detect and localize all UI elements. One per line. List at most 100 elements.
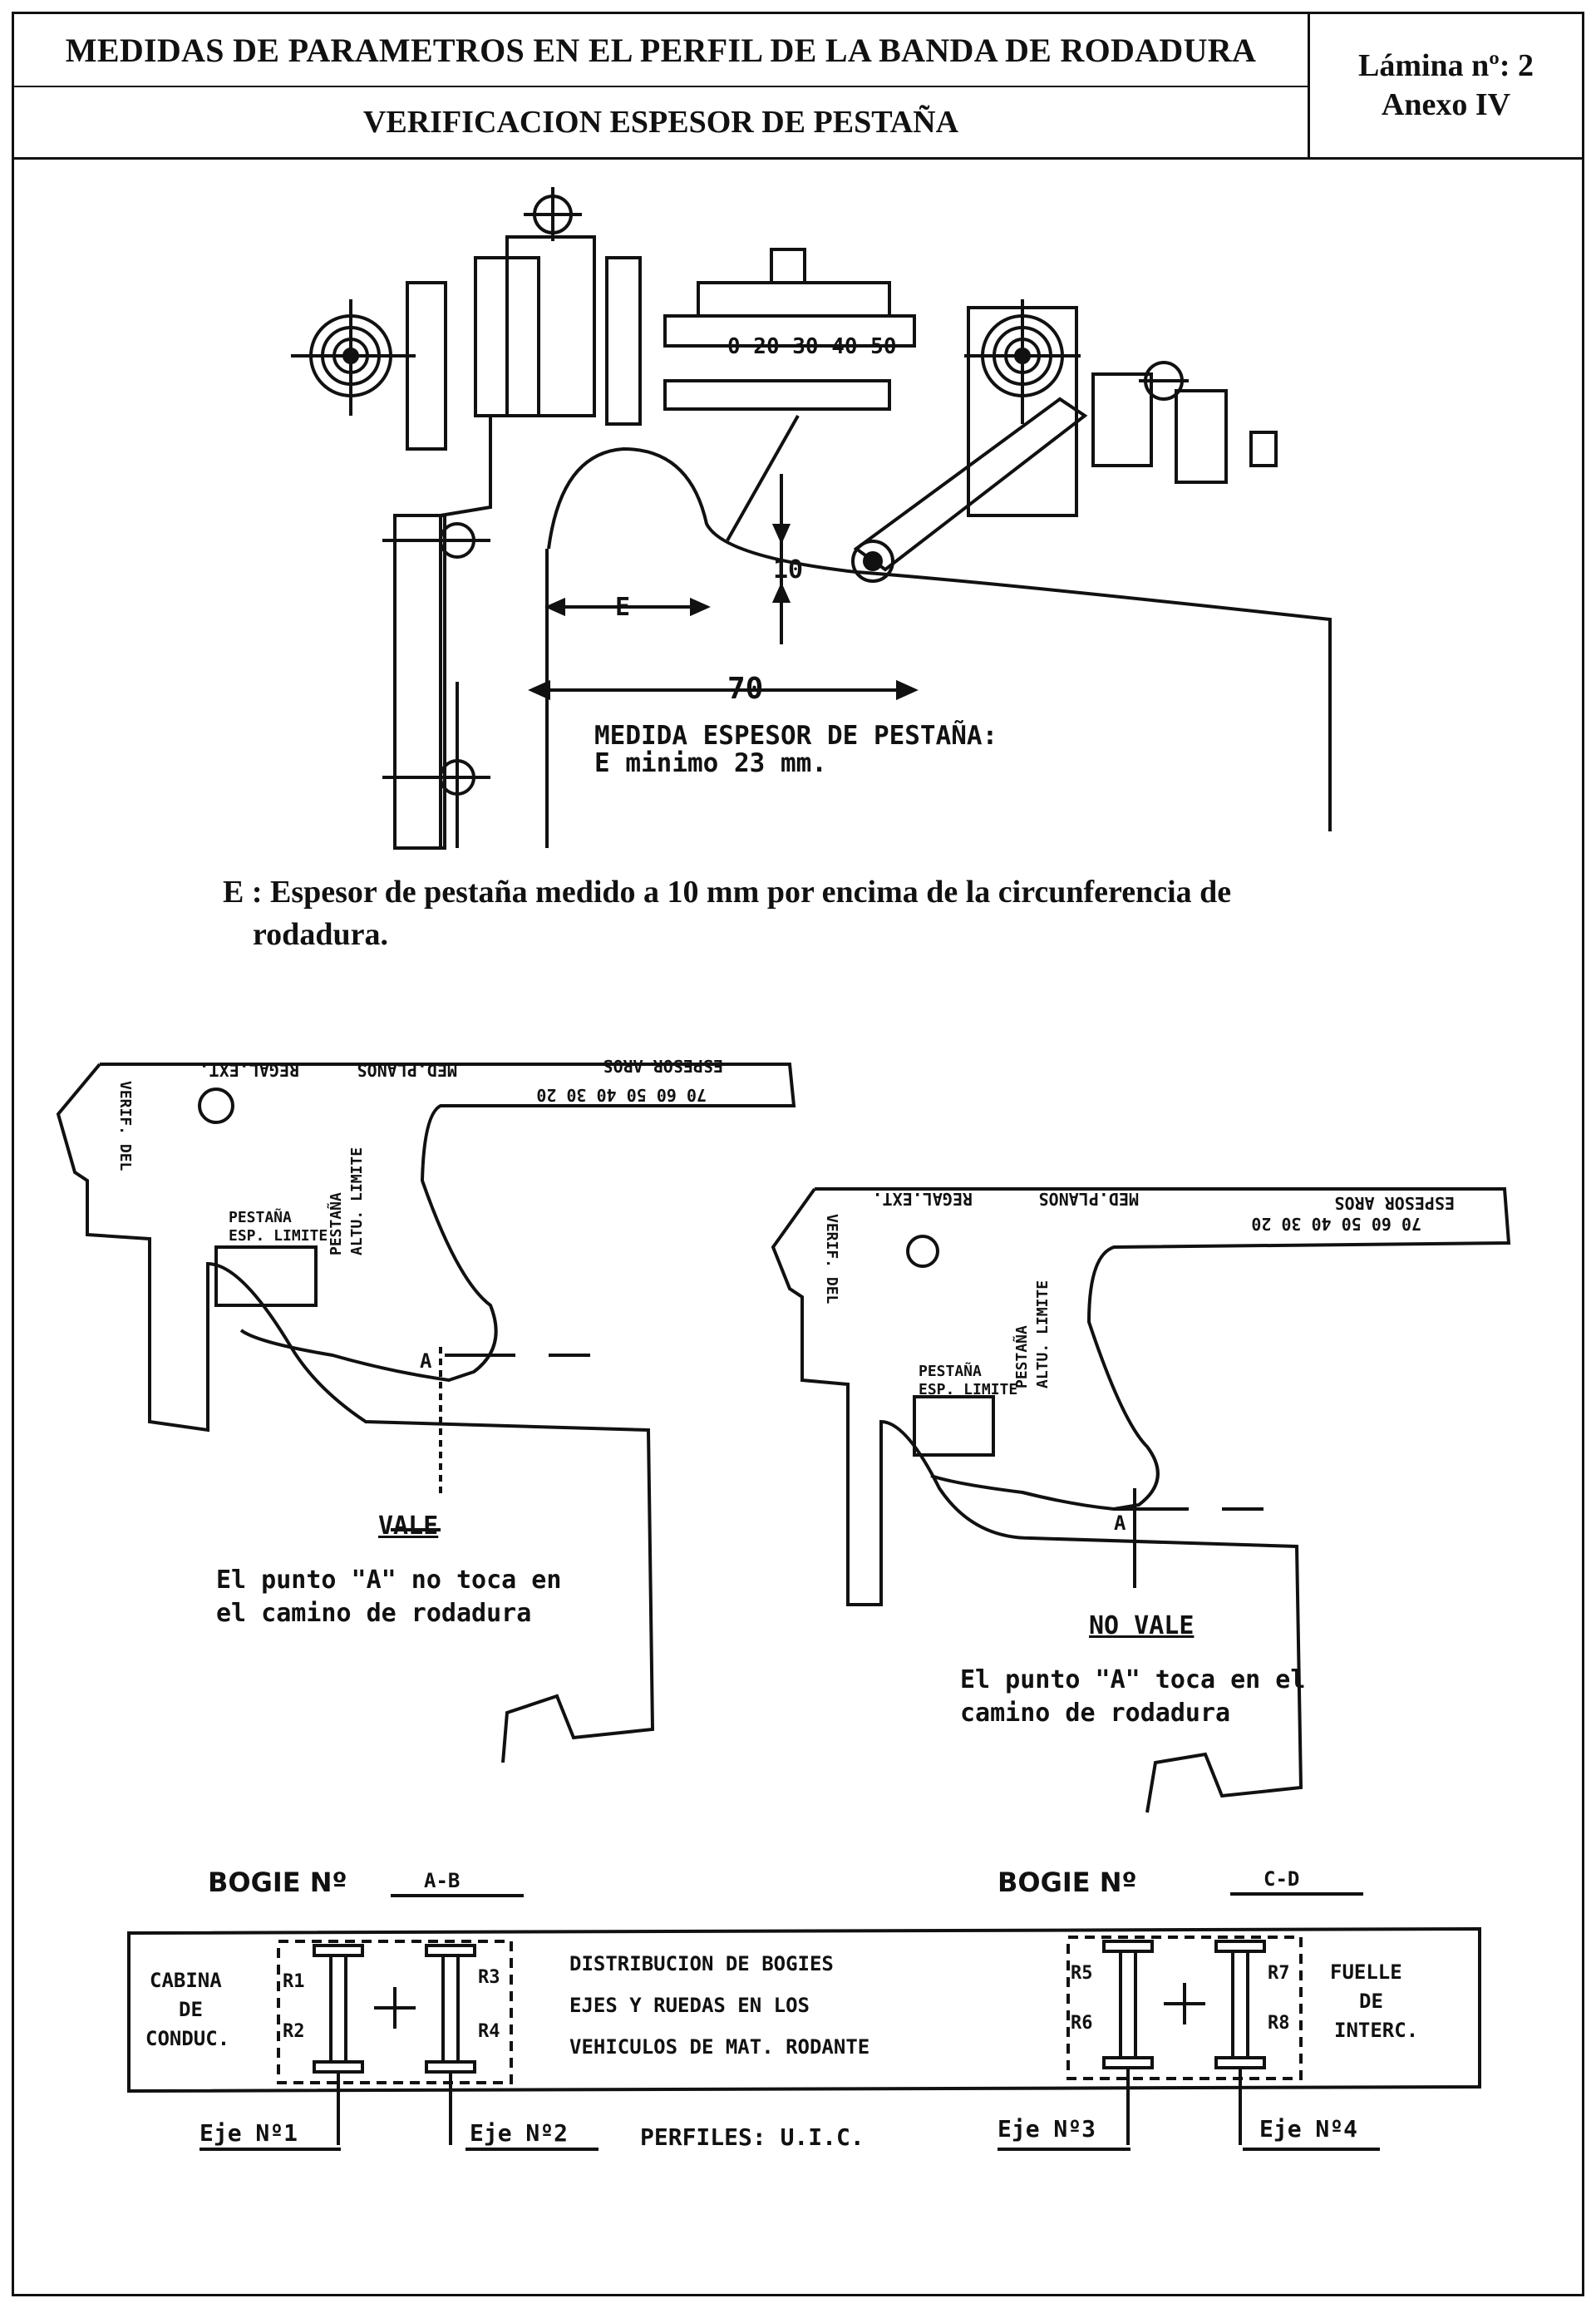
fuelle-line1: FUELLE — [1330, 1960, 1402, 1984]
fuelle-line2: DE — [1359, 1990, 1383, 2013]
flange-note-line2: E minimo 23 mm. — [594, 748, 827, 778]
gauge-novale-outline — [815, 1187, 1511, 1512]
dim-E-label: E — [615, 593, 630, 622]
point-a-novale: A — [1114, 1512, 1126, 1535]
wheel-r7: R7 — [1268, 1963, 1290, 1984]
med-planos-label: MED.PLANOS — [357, 1060, 457, 1080]
bogie-label-2: BOGIE Nº — [998, 1867, 1137, 1898]
bogie-cd-box — [1066, 1936, 1303, 2080]
dist-line2: EJES Y RUEDAS EN LOS — [569, 1994, 810, 2017]
novale-text-line2: camino de rodadura — [960, 1699, 1230, 1728]
flange-gauge-drawing: 0 20 30 40 50 10 E 70 MEDIDA ESPESOR DE … — [291, 187, 1332, 850]
measuring-finger — [726, 415, 800, 541]
gauge-vale-outline — [100, 1063, 796, 1383]
lower-bar — [663, 379, 891, 411]
right-housing — [967, 306, 1078, 517]
lower-left-frame — [393, 514, 446, 850]
right-block-b — [1175, 389, 1228, 484]
scale-label: 70 60 50 40 30 20 — [536, 1085, 707, 1105]
right-knob — [1249, 431, 1278, 467]
knob — [770, 248, 806, 284]
perfiles-label: PERFILES: U.I.C. — [640, 2123, 864, 2151]
diagonal-arm — [853, 397, 1088, 572]
gauge-hole — [198, 1087, 234, 1124]
wheel-r1: R1 — [283, 1971, 305, 1992]
bogie-value-1: A-B — [424, 1869, 460, 1892]
header-divider — [14, 157, 1582, 160]
pestana-esp-2: ESP. LIMITE — [229, 1227, 328, 1245]
sheet-reference: Lámina nº: 2 Anexo IV — [1310, 14, 1582, 157]
fuelle-line3: INTERC. — [1334, 2019, 1418, 2042]
dist-line1: DISTRIBUCION DE BOGIES — [569, 1952, 834, 1975]
rail-vale-outline — [56, 1063, 655, 1763]
espesor-aros-label-2: ESPESOR AROS — [1335, 1193, 1456, 1213]
right-block-a — [1091, 372, 1153, 467]
espesor-aros-label: ESPESOR AROS — [603, 1056, 724, 1076]
dist-line3: VEHICULOS DE MAT. RODANTE — [569, 2035, 869, 2059]
wheel-r6: R6 — [1071, 2013, 1093, 2034]
gauge-novale-drawing: ESPESOR AROS MED.PLANOS REGAL.EXT. 70 60… — [771, 1187, 1511, 1813]
flange-note-line1: MEDIDA ESPESOR DE PESTAÑA: — [594, 720, 998, 751]
verif-del-label-2: VERIF. DEL — [823, 1214, 840, 1304]
novale-verdict: NO VALE — [1089, 1611, 1194, 1640]
bogie-ab-box — [277, 1940, 513, 2084]
right-roller — [964, 299, 1081, 424]
vehicle-outline — [127, 1926, 1481, 2093]
cabina-line3: CONDUC. — [145, 2027, 229, 2050]
wheel-flange-profile — [547, 446, 1332, 831]
vale-text-line1: El punto "A" no toca en — [216, 1566, 561, 1595]
pestana-esp-1: PESTAÑA — [229, 1207, 292, 1226]
left-clamp-block — [406, 281, 447, 451]
scale-numbers: 0 20 30 40 50 — [727, 334, 897, 359]
wheel-r2: R2 — [283, 2021, 305, 2042]
rail-novale-outline — [771, 1187, 1303, 1813]
novale-text-line1: El punto "A" toca en el — [960, 1665, 1305, 1694]
vale-text-line2: el camino de rodadura — [216, 1599, 531, 1628]
axle-1-drawing — [313, 1944, 364, 2145]
vale-verdict: VALE — [378, 1512, 438, 1541]
regal-ext-label-2: REGAL.EXT. — [873, 1189, 973, 1209]
scale-label-2: 70 60 50 40 30 20 — [1251, 1214, 1421, 1234]
verif-del-label: VERIF. DEL — [116, 1081, 134, 1171]
regal-ext-label: REGAL.EXT. — [200, 1060, 299, 1080]
cabina-line2: DE — [179, 1998, 203, 2021]
wheel-r4: R4 — [478, 2021, 500, 2042]
pestana-altu-2: ALTU. LIMITE — [348, 1147, 366, 1255]
axle-4-label: Eje Nº4 — [1259, 2115, 1357, 2143]
axle-3-drawing — [1102, 1940, 1154, 2145]
flange-caption: E : Espesor de pestaña medido a 10 mm po… — [223, 871, 1403, 957]
caption-line2: rodadura. — [253, 917, 388, 953]
pestana-altu-1b: PESTAÑA — [1012, 1325, 1031, 1388]
scale-ruler — [663, 314, 916, 348]
axle-3-label: Eje Nº3 — [998, 2115, 1096, 2143]
dim-70-label: 70 — [727, 672, 763, 706]
pestana-esp-1b: PESTAÑA — [919, 1361, 982, 1380]
axle-2-drawing — [425, 1944, 476, 2145]
pestana-altu-1: PESTAÑA — [326, 1192, 345, 1255]
bogie-value-2: C-D — [1264, 1867, 1299, 1891]
lamina-number: Lámina nº: 2 — [1357, 47, 1534, 83]
pestana-altu-2b: ALTU. LIMITE — [1034, 1280, 1052, 1388]
column-body — [505, 235, 596, 417]
page-subtitle: VERIFICACION ESPESOR DE PESTAÑA — [14, 87, 1310, 157]
axle-4-drawing — [1214, 1940, 1266, 2145]
page-title: MEDIDAS DE PARAMETROS EN EL PERFIL DE LA… — [14, 14, 1310, 87]
cabina-line1: CABINA — [150, 1969, 222, 1992]
wheel-r8: R8 — [1268, 2013, 1290, 2034]
med-planos-label-2: MED.PLANOS — [1039, 1189, 1139, 1209]
wheel-r3: R3 — [478, 1967, 500, 1988]
point-a-vale: A — [420, 1349, 432, 1373]
upper-ruler — [697, 281, 891, 318]
axle-2-label: Eje Nº2 — [470, 2119, 568, 2147]
page-frame — [12, 12, 1584, 2296]
gauge-hole-2 — [906, 1235, 939, 1268]
bogie-distribution-diagram: BOGIE Nº A-B BOGIE Nº C-D CABINA DE COND… — [127, 1867, 1481, 2151]
bogie-label-1: BOGIE Nº — [208, 1867, 347, 1898]
anexo-label: Anexo IV — [1381, 87, 1511, 122]
left-roller — [291, 299, 416, 416]
slide-bar — [605, 256, 642, 426]
axle-1-label: Eje Nº1 — [200, 2119, 298, 2147]
caption-line1: E : Espesor de pestaña medido a 10 mm po… — [223, 875, 1232, 910]
frame-left — [439, 416, 492, 848]
gauge-vale-drawing: ESPESOR AROS MED.PLANOS REGAL.EXT. 70 60… — [56, 1056, 796, 1763]
